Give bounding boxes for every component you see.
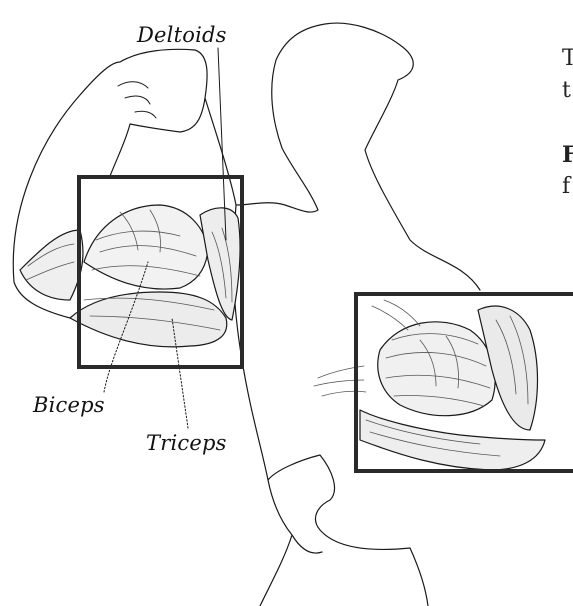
right-biceps-shape [378, 322, 495, 416]
cropped-text-fragment: t [562, 78, 571, 103]
cropped-text-fragment: F [562, 142, 573, 168]
deltoids-label: Deltoids [137, 23, 227, 47]
fist-detail [118, 82, 156, 118]
triceps-label: Triceps [146, 431, 227, 455]
biceps-label: Biceps [33, 393, 105, 417]
cropped-text-fragment: f [562, 174, 570, 199]
cropped-text-fragment: T [562, 46, 573, 71]
left-biceps-shape [84, 205, 208, 289]
